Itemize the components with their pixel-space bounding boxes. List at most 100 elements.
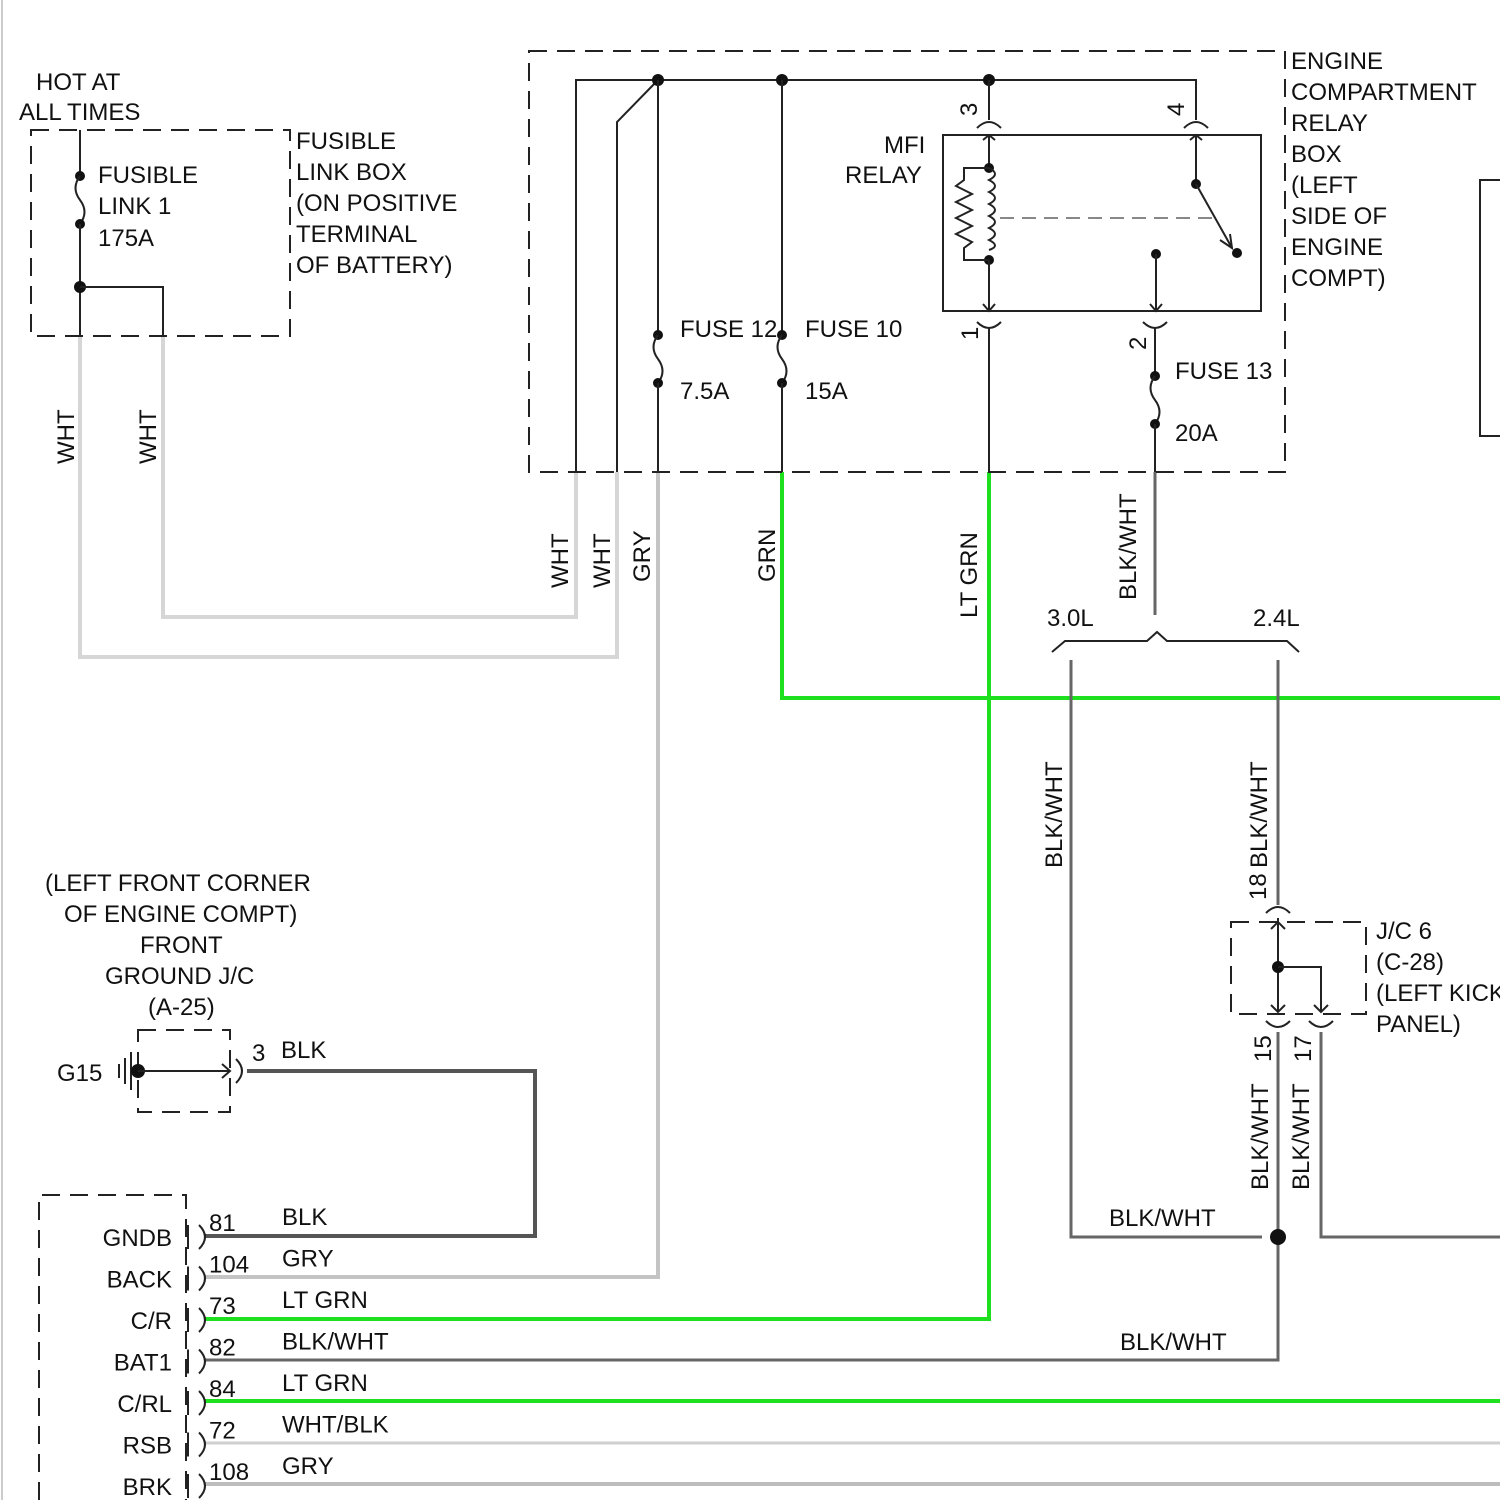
front-ground-jc: (LEFT FRONT CORNER OF ENGINE COMPT) FRON… [45,870,326,1112]
fuse10-rating: 15A [805,378,848,405]
ecu-terminal-row: RSB 72 WHT/BLK [123,1412,389,1460]
wire-label-30l: BLK/WHT [1041,761,1068,868]
relay-pin-1: 1 [957,327,984,340]
ecu-pin-connector [199,1391,205,1415]
ecu-terminal-name: C/R [131,1308,172,1335]
fuse10-name: FUSE 10 [805,316,902,343]
ecu-pin-number: 72 [209,1418,236,1445]
ecu-wire-color: LT GRN [282,1287,368,1314]
ecu-terminal-name: BAT1 [114,1350,172,1377]
wire-ltgrn-cr [205,472,989,1319]
wire-label-splice: BLK/WHT [1109,1205,1216,1232]
relay-box-title-2: COMPARTMENT [1291,79,1477,106]
ecu-pin-connector [199,1433,205,1457]
ground-label-2: OF ENGINE COMPT) [64,901,297,928]
fusible-box-title-1: FUSIBLE [296,128,396,155]
fusible-link-name-2: LINK 1 [98,193,171,220]
fusible-box-title-2: LINK BOX [296,159,407,186]
ecu-pin-number: 108 [209,1459,249,1486]
ecu-terminal-name: GNDB [103,1225,172,1252]
mfi-relay-body [943,135,1261,311]
fusible-box-title-3: (ON POSITIVE [296,190,457,217]
ecu-pin-number: 84 [209,1376,236,1403]
fusible-link-name-1: FUSIBLE [98,162,198,189]
hot-label-2: ALL TIMES [19,99,140,126]
relay-pin-3: 3 [956,103,983,116]
ground-label-3: FRONT [140,932,223,959]
wire-label-blkwht-fuse13: BLK/WHT [1115,493,1142,600]
ecu-terminal-name: BACK [107,1267,172,1294]
ecu-wire-color: GRY [282,1453,334,1480]
ground-wire-label: BLK [281,1037,326,1064]
jc6-pin-18: 18 [1245,873,1272,900]
relay-pin-4: 4 [1163,103,1190,116]
ecu-pin-number: 81 [209,1210,236,1237]
relay-box-title-6: SIDE OF [1291,203,1387,230]
relay-box-title-3: RELAY [1291,110,1368,137]
relay-box-title-7: ENGINE [1291,234,1383,261]
wire-label-grn: GRN [754,529,781,582]
variant-right-label: 2.4L [1253,605,1300,632]
fuse12-name: FUSE 12 [680,316,777,343]
fuse13-name: FUSE 13 [1175,358,1272,385]
fusible-box-title-4: TERMINAL [296,221,417,248]
relay-box-title-4: BOX [1291,141,1342,168]
fusible-box-title-5: OF BATTERY) [296,252,452,279]
wire-blk-gndb [205,1071,535,1236]
relay-pin-2: 2 [1125,337,1152,350]
wire-label-gry: GRY [629,530,656,582]
wire-label-wht-left: WHT [53,409,80,464]
ground-label-1: (LEFT FRONT CORNER [45,870,311,897]
ground-id: G15 [57,1060,102,1087]
ecu-wire-color: LT GRN [282,1370,368,1397]
wire-wht-1 [80,335,617,657]
jc6-label-1: J/C 6 [1376,918,1432,945]
wire-label-ltgrn: LT GRN [956,532,983,618]
jc6-label-3: (LEFT KICK [1376,980,1500,1007]
relay-box-title-8: COMPT) [1291,265,1386,292]
mfi-relay-label-1: MFI [884,132,925,159]
ecu-pin-connector [199,1474,205,1498]
ecu-pin-connector [199,1350,205,1374]
junction-connector-jc6: 18 15 17 J/C 6 (C-28) (LEFT KICK PANEL) [1231,873,1500,1062]
fusible-link-box: HOT AT ALL TIMES FUSIBLE LINK 1 175A FUS… [19,69,457,336]
wire-wht-2 [163,335,576,617]
ground-label-5: (A-25) [148,994,215,1021]
ground-pin: 3 [252,1040,265,1067]
ecu-wire-color: GRY [282,1246,334,1273]
relay-box-title-1: ENGINE [1291,48,1383,75]
adjacent-box-edge [1480,180,1500,436]
fuse13-rating: 20A [1175,420,1218,447]
ecu-terminal-name: BRK [123,1474,172,1500]
wire-label-wht-right: WHT [135,409,162,464]
wire-label-24l: BLK/WHT [1246,761,1273,868]
wire-label-wht-b: WHT [589,533,616,588]
ground-label-4: GROUND J/C [105,963,254,990]
ecu-wire-color: BLK [282,1204,327,1231]
engine-relay-box: FUSE 12 7.5A FUSE 10 15A 3 4 MFI RELAY [529,48,1477,472]
ecu-terminal-name: RSB [123,1433,172,1460]
jc6-label-4: PANEL) [1376,1011,1461,1038]
relay-box-title-5: (LEFT [1291,172,1358,199]
fuse12-rating: 7.5A [680,378,729,405]
ecu-terminal-row: BRK 108 GRY [123,1453,334,1500]
hot-label-1: HOT AT [36,69,121,96]
ecu-terminal-name: C/RL [117,1391,172,1418]
variant-bracket [1052,632,1299,652]
jc6-label-2: (C-28) [1376,949,1444,976]
ecu-pin-connector [199,1267,205,1291]
ecu-connector: GNDB81BLKBACK104GRYC/R73LT GRNBAT182BLK/… [39,1195,389,1500]
ecu-pin-connector [199,1308,205,1332]
jc6-pin-15: 15 [1250,1035,1277,1062]
bat1-far-label: BLK/WHT [1120,1329,1227,1356]
wire-label-wht-a: WHT [547,533,574,588]
fusible-link-rating: 175A [98,225,154,252]
wire-blkwht-30l [1071,660,1262,1237]
jc6-pin-17: 17 [1290,1035,1317,1062]
ecu-pin-number: 104 [209,1252,249,1279]
ecu-wire-color: WHT/BLK [282,1412,389,1439]
variant-left-label: 3.0L [1047,605,1094,632]
splice-point [1270,1229,1286,1245]
